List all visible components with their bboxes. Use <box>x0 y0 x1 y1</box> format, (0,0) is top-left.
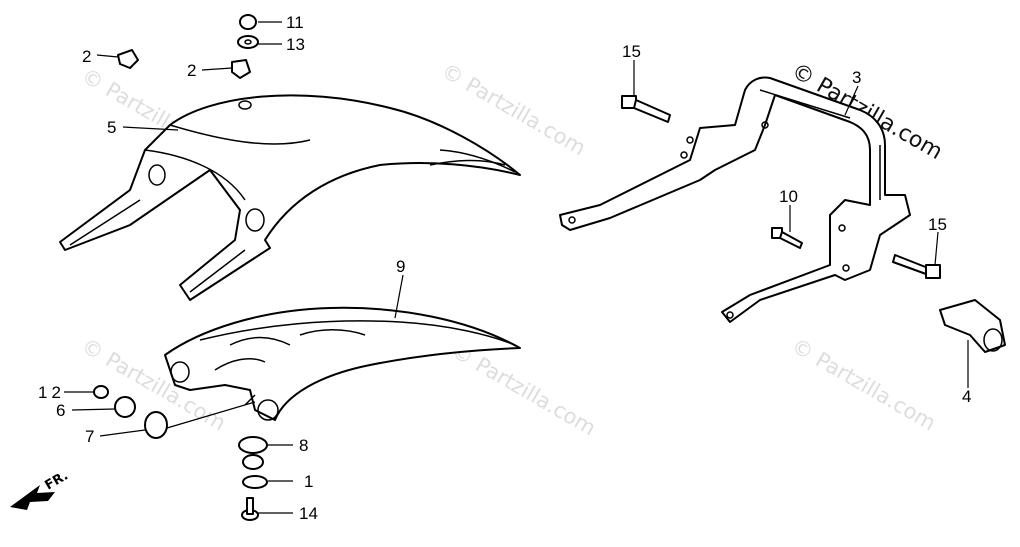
clip <box>939 299 1006 353</box>
callout-12: 12 <box>38 383 65 402</box>
callout-8: 8 <box>299 436 308 455</box>
callout-10: 10 <box>779 187 798 206</box>
grab-rail <box>559 76 911 323</box>
nut <box>93 385 109 399</box>
cap-nut <box>239 14 257 30</box>
leader-lines <box>64 21 969 514</box>
clip-nut <box>231 59 251 79</box>
callout-9: 9 <box>396 257 405 276</box>
callout-labels: 11 13 2 2 5 15 3 10 15 4 9 12 6 7 8 1 14 <box>38 13 971 523</box>
grommet <box>144 411 168 439</box>
callout-4: 4 <box>962 387 971 406</box>
bolt <box>892 254 941 279</box>
front-label: FR. <box>43 468 71 493</box>
collar <box>114 396 136 418</box>
cushion <box>238 436 268 470</box>
front-arrow: FR. <box>10 468 71 510</box>
callout-11: 11 <box>286 13 304 32</box>
clip-nut <box>117 49 139 69</box>
callout-14: 14 <box>299 504 318 523</box>
callout-2: 2 <box>187 61 196 80</box>
collar-bolt <box>242 475 268 489</box>
bolt <box>771 227 803 249</box>
callout-3: 3 <box>852 68 861 87</box>
watermark: © Partzilla.com <box>448 339 600 441</box>
callout-2: 2 <box>82 47 91 66</box>
watermark-dark: © Partzilla.com <box>787 59 947 166</box>
washer <box>237 35 259 49</box>
callout-15: 15 <box>928 215 947 234</box>
watermark: © Partzilla.com <box>788 334 940 436</box>
callout-7: 7 <box>85 427 94 446</box>
bolt <box>621 95 671 123</box>
screw <box>241 497 259 521</box>
rear-fender <box>59 94 521 301</box>
callout-15: 15 <box>622 42 641 61</box>
callout-13: 13 <box>286 35 305 54</box>
callout-6: 6 <box>56 401 65 420</box>
callout-5: 5 <box>107 118 116 137</box>
callout-1: 1 <box>304 472 313 491</box>
inner-fender <box>164 306 521 421</box>
